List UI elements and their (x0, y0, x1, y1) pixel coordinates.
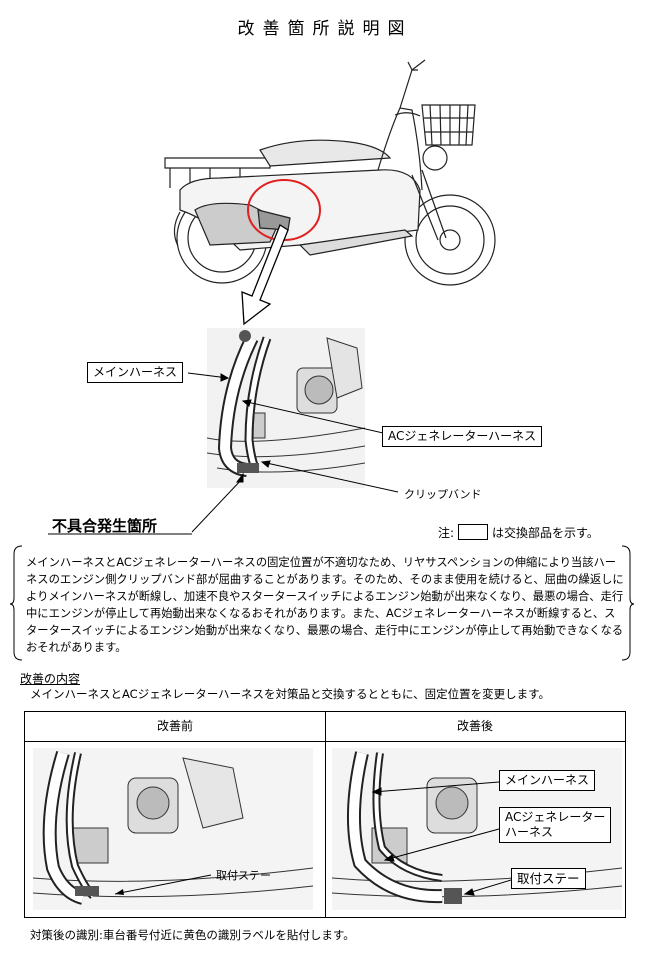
scooter-illustration (164, 59, 496, 286)
note-prefix: 注: (438, 526, 455, 540)
after-label-ac-harness-line1: ACジェネレーター (505, 810, 606, 824)
after-label-main-harness: メインハーネス (499, 770, 596, 791)
after-label-mount-stay: 取付ステー (511, 868, 586, 889)
note-swatch (458, 524, 489, 540)
label-defect-location: 不具合発生箇所 (52, 517, 158, 535)
label-ac-harness: ACジェネレーターハーネス (382, 426, 543, 447)
description-brackets (10, 545, 635, 661)
before-label-mount-stay: 取付ステー (216, 869, 271, 882)
harness-detail-photo (207, 328, 365, 488)
before-leader-line (114, 874, 212, 895)
header-after: 改善後 (325, 712, 625, 742)
legend-note: 注: は交換部品を示す。 (438, 524, 599, 541)
label-clip-band: クリップバンド (404, 488, 482, 501)
comparison-table: 改善前 改善後 取付ステー (24, 711, 626, 918)
label-main-harness: メインハーネス (87, 362, 184, 383)
after-leader-lines (371, 781, 512, 896)
after-label-ac-harness: ACジェネレーター ハーネス (499, 807, 612, 843)
zoom-arrow (241, 224, 289, 326)
note-suffix: は交換部品を示す。 (492, 526, 599, 540)
detail-leader-lines (48, 372, 399, 535)
page-title: 改善箇所説明図 (237, 19, 413, 39)
after-label-ac-harness-line2: ハーネス (505, 825, 554, 839)
improvement-text: メインハーネスとACジェネレーターハーネスを対策品と交換するとともに、固定位置を… (30, 687, 550, 701)
improvement-heading: 改善の内容 (20, 672, 81, 686)
identification-note: 対策後の識別:車台番号付近に黄色の識別ラベルを貼付します。 (30, 928, 355, 942)
defect-description: メインハーネスとACジェネレーターハーネスの固定位置が不適切なため、リヤサスペン… (26, 556, 624, 654)
